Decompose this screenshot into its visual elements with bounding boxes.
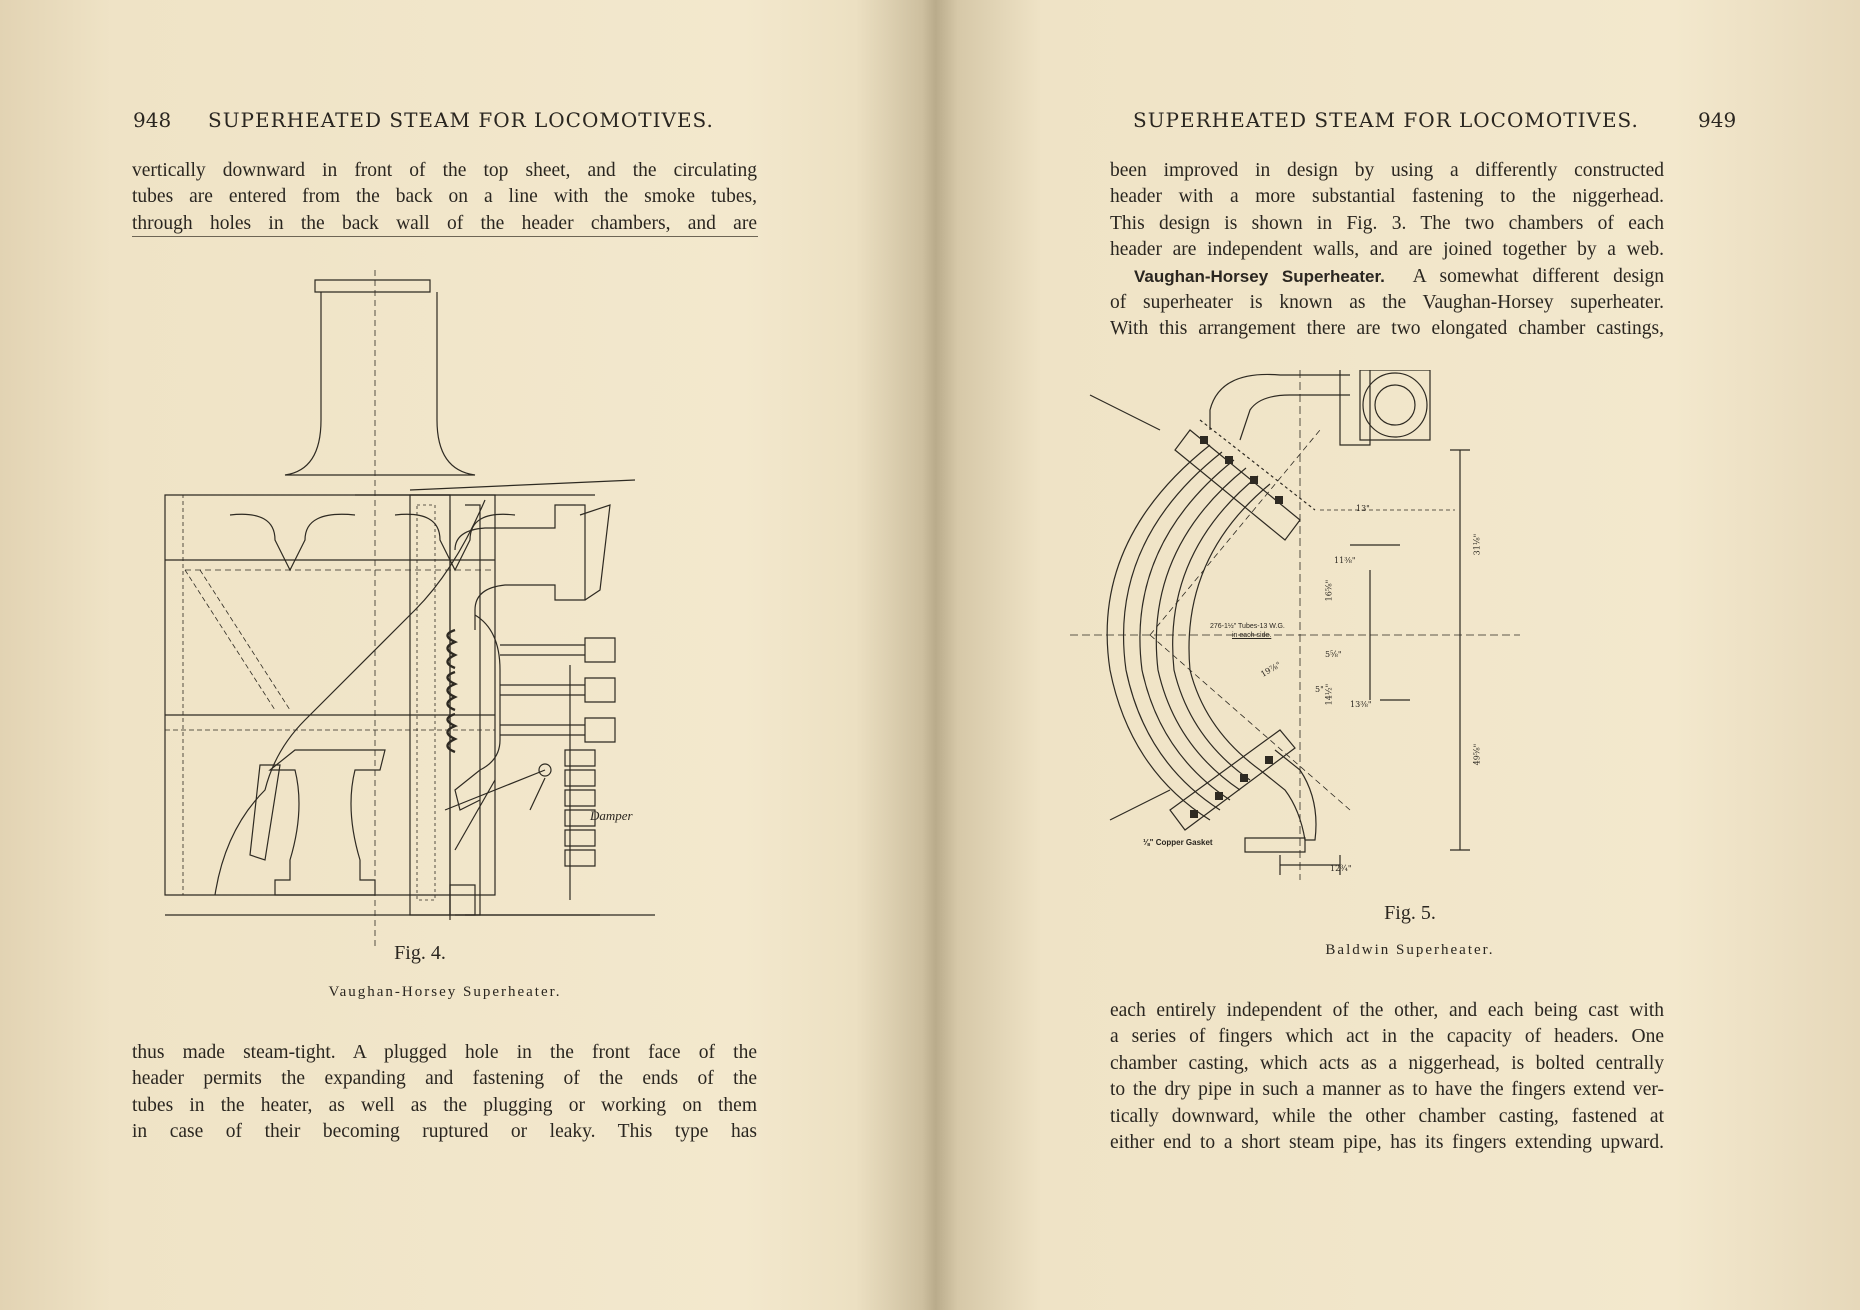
text-line: to the dry pipe in such a manner as to h… (1110, 1079, 1664, 1101)
top-text: vertically downward in front of the top … (132, 158, 757, 237)
dim-label: 12¾" (1330, 864, 1352, 873)
dim-label: 49⅝" (1472, 743, 1482, 766)
figure-caption: Fig. 4. (394, 942, 446, 964)
dim-label: 13" (1356, 504, 1370, 513)
figure-caption: Fig. 5. (1384, 902, 1436, 924)
text-line: With this arrangement there are two elon… (1110, 318, 1664, 340)
tubes-label: 276-1½" Tubes-13 W.G. in each side. (1210, 622, 1285, 640)
text-line: header permits the expanding and fasteni… (132, 1068, 757, 1090)
left-page: 948 SUPERHEATED STEAM FOR LOCOMOTIVES. v… (132, 108, 758, 1146)
tubes-label-line1: 276-1½" Tubes-13 W.G. (1210, 623, 1285, 630)
dim-label: 5" (1315, 685, 1324, 694)
page-number: 948 (133, 108, 172, 132)
damper-label: Damper (590, 808, 633, 823)
text-line: This design is shown in Fig. 3. The two … (1110, 212, 1664, 234)
figure-title: Vaughan-Horsey Superheater. (328, 984, 562, 1000)
page-number: 949 (1698, 108, 1737, 132)
divider (132, 236, 758, 237)
dim-label: 13⅜" (1350, 700, 1372, 709)
running-head: SUPERHEATED STEAM FOR LOCOMOTIVES. (208, 108, 714, 132)
figure-5-drawing (1050, 370, 1550, 890)
text-line: a series of fingers which act in the cap… (1110, 1026, 1664, 1048)
dim-label: 31⅛" (1472, 533, 1482, 556)
section-lead: A somewhat different design (1412, 265, 1664, 287)
text-line: thus made steam-tight. A plugged hole in… (132, 1042, 757, 1063)
text-line: chamber casting, which acts as a niggerh… (1110, 1052, 1664, 1074)
text-line: each entirely independent of the other, … (1110, 1000, 1664, 1021)
section-line: Vaughan-Horsey Superheater. A somewhat d… (1110, 264, 1664, 290)
bottom-text: thus made steam-tight. A plugged hole in… (132, 1040, 757, 1146)
text-line: either end to a short steam pipe, has it… (1110, 1132, 1664, 1154)
text-line: tically downward, while the other chambe… (1110, 1105, 1664, 1127)
tubes-label-line2: in each side. (1232, 632, 1272, 639)
text-line: of superheater is known as the Vaughan-H… (1110, 292, 1664, 314)
dim-label: 16⅝" (1324, 579, 1334, 602)
figure-4-drawing (155, 270, 735, 950)
running-head: SUPERHEATED STEAM FOR LOCOMOTIVES. (1133, 108, 1639, 132)
text-line: tubes in the heater, as well as the plug… (132, 1094, 757, 1116)
dim-label: 11⅜" (1334, 556, 1356, 565)
text-line: vertically downward in front of the top … (132, 160, 757, 181)
section-heading: Vaughan-Horsey Superheater. (1134, 266, 1385, 286)
text-line: header with a more substantial fastening… (1110, 186, 1664, 208)
text-line: been improved in design by using a diffe… (1110, 160, 1664, 181)
text-line: through holes in the back wall of the he… (132, 212, 757, 234)
bottom-text: each entirely independent of the other, … (1110, 998, 1664, 1156)
text-line: in case of their becoming ruptured or le… (132, 1121, 757, 1143)
text-line: tubes are entered from the back on a lin… (132, 186, 757, 208)
text-line: header are independent walls, and are jo… (1110, 239, 1664, 261)
top-text: been improved in design by using a diffe… (1110, 158, 1664, 343)
gasket-label: ⅛" Copper Gasket (1143, 838, 1213, 847)
dim-label: 5⅝" (1325, 650, 1342, 659)
right-page: SUPERHEATED STEAM FOR LOCOMOTIVES. 949 b… (930, 0, 1860, 1310)
figure-title: Baldwin Superheater. (1325, 942, 1495, 958)
dim-label: 14½" (1324, 683, 1334, 706)
